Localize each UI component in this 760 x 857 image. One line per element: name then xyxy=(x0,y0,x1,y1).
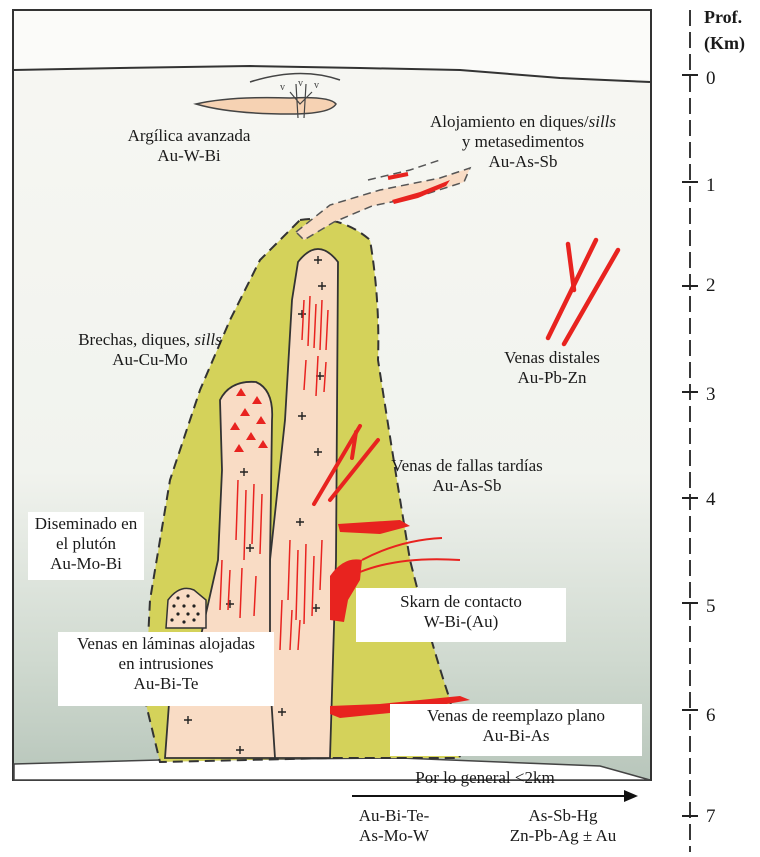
label-left-assoc-1: Au-Bi-Te- xyxy=(344,806,444,826)
label-brechas: Brechas, diques, sills Au-Cu-Mo xyxy=(48,330,252,370)
volcano-mark-2: v xyxy=(298,78,303,89)
label-general: Por lo general <2km xyxy=(380,768,590,788)
depth-tick-4 xyxy=(682,497,698,499)
label-alojamiento-assoc: Au-As-Sb xyxy=(404,152,642,172)
depth-tick-6 xyxy=(682,709,698,711)
volcano-mark-3: v xyxy=(314,80,319,91)
depth-label-7: 7 xyxy=(706,806,736,828)
label-venas-fallas: Venas de fallas tardías Au-As-Sb xyxy=(372,456,562,496)
label-diseminado: Diseminado en el plutón Au-Mo-Bi xyxy=(28,512,144,580)
depth-tick-7 xyxy=(682,815,698,817)
depth-tick-0 xyxy=(682,74,698,76)
label-laminas-line2: en intrusiones xyxy=(58,654,274,674)
label-diseminado-line1: Diseminado en xyxy=(28,514,144,534)
depth-tick-5 xyxy=(682,602,698,604)
label-alojamiento: Alojamiento en diques/sills y metasedime… xyxy=(404,112,642,172)
depth-tick-3 xyxy=(682,391,698,393)
depth-label-2: 2 xyxy=(706,275,736,297)
depth-label-1: 1 xyxy=(706,175,736,197)
stippled-body xyxy=(166,588,206,628)
label-right-assoc-2: Zn-Pb-Ag ± Au xyxy=(478,826,648,846)
label-diseminado-line2: el plutón xyxy=(28,534,144,554)
label-skarn-assoc: W-Bi-(Au) xyxy=(356,612,566,632)
depth-label-6: 6 xyxy=(706,705,736,727)
label-skarn-title: Skarn de contacto xyxy=(356,592,566,612)
label-laminas-line1: Venas en láminas alojadas xyxy=(58,634,274,654)
depth-tick-2 xyxy=(682,285,698,287)
trend-arrow-head xyxy=(624,790,638,802)
depth-title-1: Prof. xyxy=(704,6,742,28)
label-alojamiento-line2: y metasedimentos xyxy=(404,132,642,152)
label-argilica-assoc: Au-W-Bi xyxy=(96,146,282,166)
label-laminas: Venas en láminas alojadas en intrusiones… xyxy=(58,632,274,706)
depth-label-4: 4 xyxy=(706,489,736,511)
label-venas-fallas-title: Venas de fallas tardías xyxy=(372,456,562,476)
volcano-mark-1: v xyxy=(280,82,285,93)
depth-label-3: 3 xyxy=(706,384,736,406)
label-reemplazo: Venas de reemplazo plano Au-Bi-As xyxy=(390,704,642,756)
label-right-assoc: As-Sb-Hg Zn-Pb-Ag ± Au xyxy=(478,806,648,846)
label-diseminado-assoc: Au-Mo-Bi xyxy=(28,554,144,574)
label-argilica-title: Argílica avanzada xyxy=(96,126,282,146)
label-skarn: Skarn de contacto W-Bi-(Au) xyxy=(356,588,566,642)
label-venas-distales-assoc: Au-Pb-Zn xyxy=(482,368,622,388)
label-venas-fallas-assoc: Au-As-Sb xyxy=(372,476,562,496)
label-brechas-line1: Brechas, diques, sills xyxy=(48,330,252,350)
label-right-assoc-1: As-Sb-Hg xyxy=(478,806,648,826)
depth-label-0: 0 xyxy=(706,68,736,90)
label-left-assoc-2: As-Mo-W xyxy=(344,826,444,846)
label-laminas-assoc: Au-Bi-Te xyxy=(58,674,274,694)
label-argilica: Argílica avanzada Au-W-Bi xyxy=(96,126,282,166)
label-left-assoc: Au-Bi-Te- As-Mo-W xyxy=(344,806,444,846)
label-reemplazo-title: Venas de reemplazo plano xyxy=(390,706,642,726)
label-venas-distales: Venas distales Au-Pb-Zn xyxy=(482,348,622,388)
depth-label-5: 5 xyxy=(706,596,736,618)
depth-title-2: (Km) xyxy=(704,32,745,54)
label-venas-distales-title: Venas distales xyxy=(482,348,622,368)
label-reemplazo-assoc: Au-Bi-As xyxy=(390,726,642,746)
label-brechas-assoc: Au-Cu-Mo xyxy=(48,350,252,370)
depth-tick-1 xyxy=(682,181,698,183)
label-alojamiento-line1: Alojamiento en diques/sills xyxy=(404,112,642,132)
